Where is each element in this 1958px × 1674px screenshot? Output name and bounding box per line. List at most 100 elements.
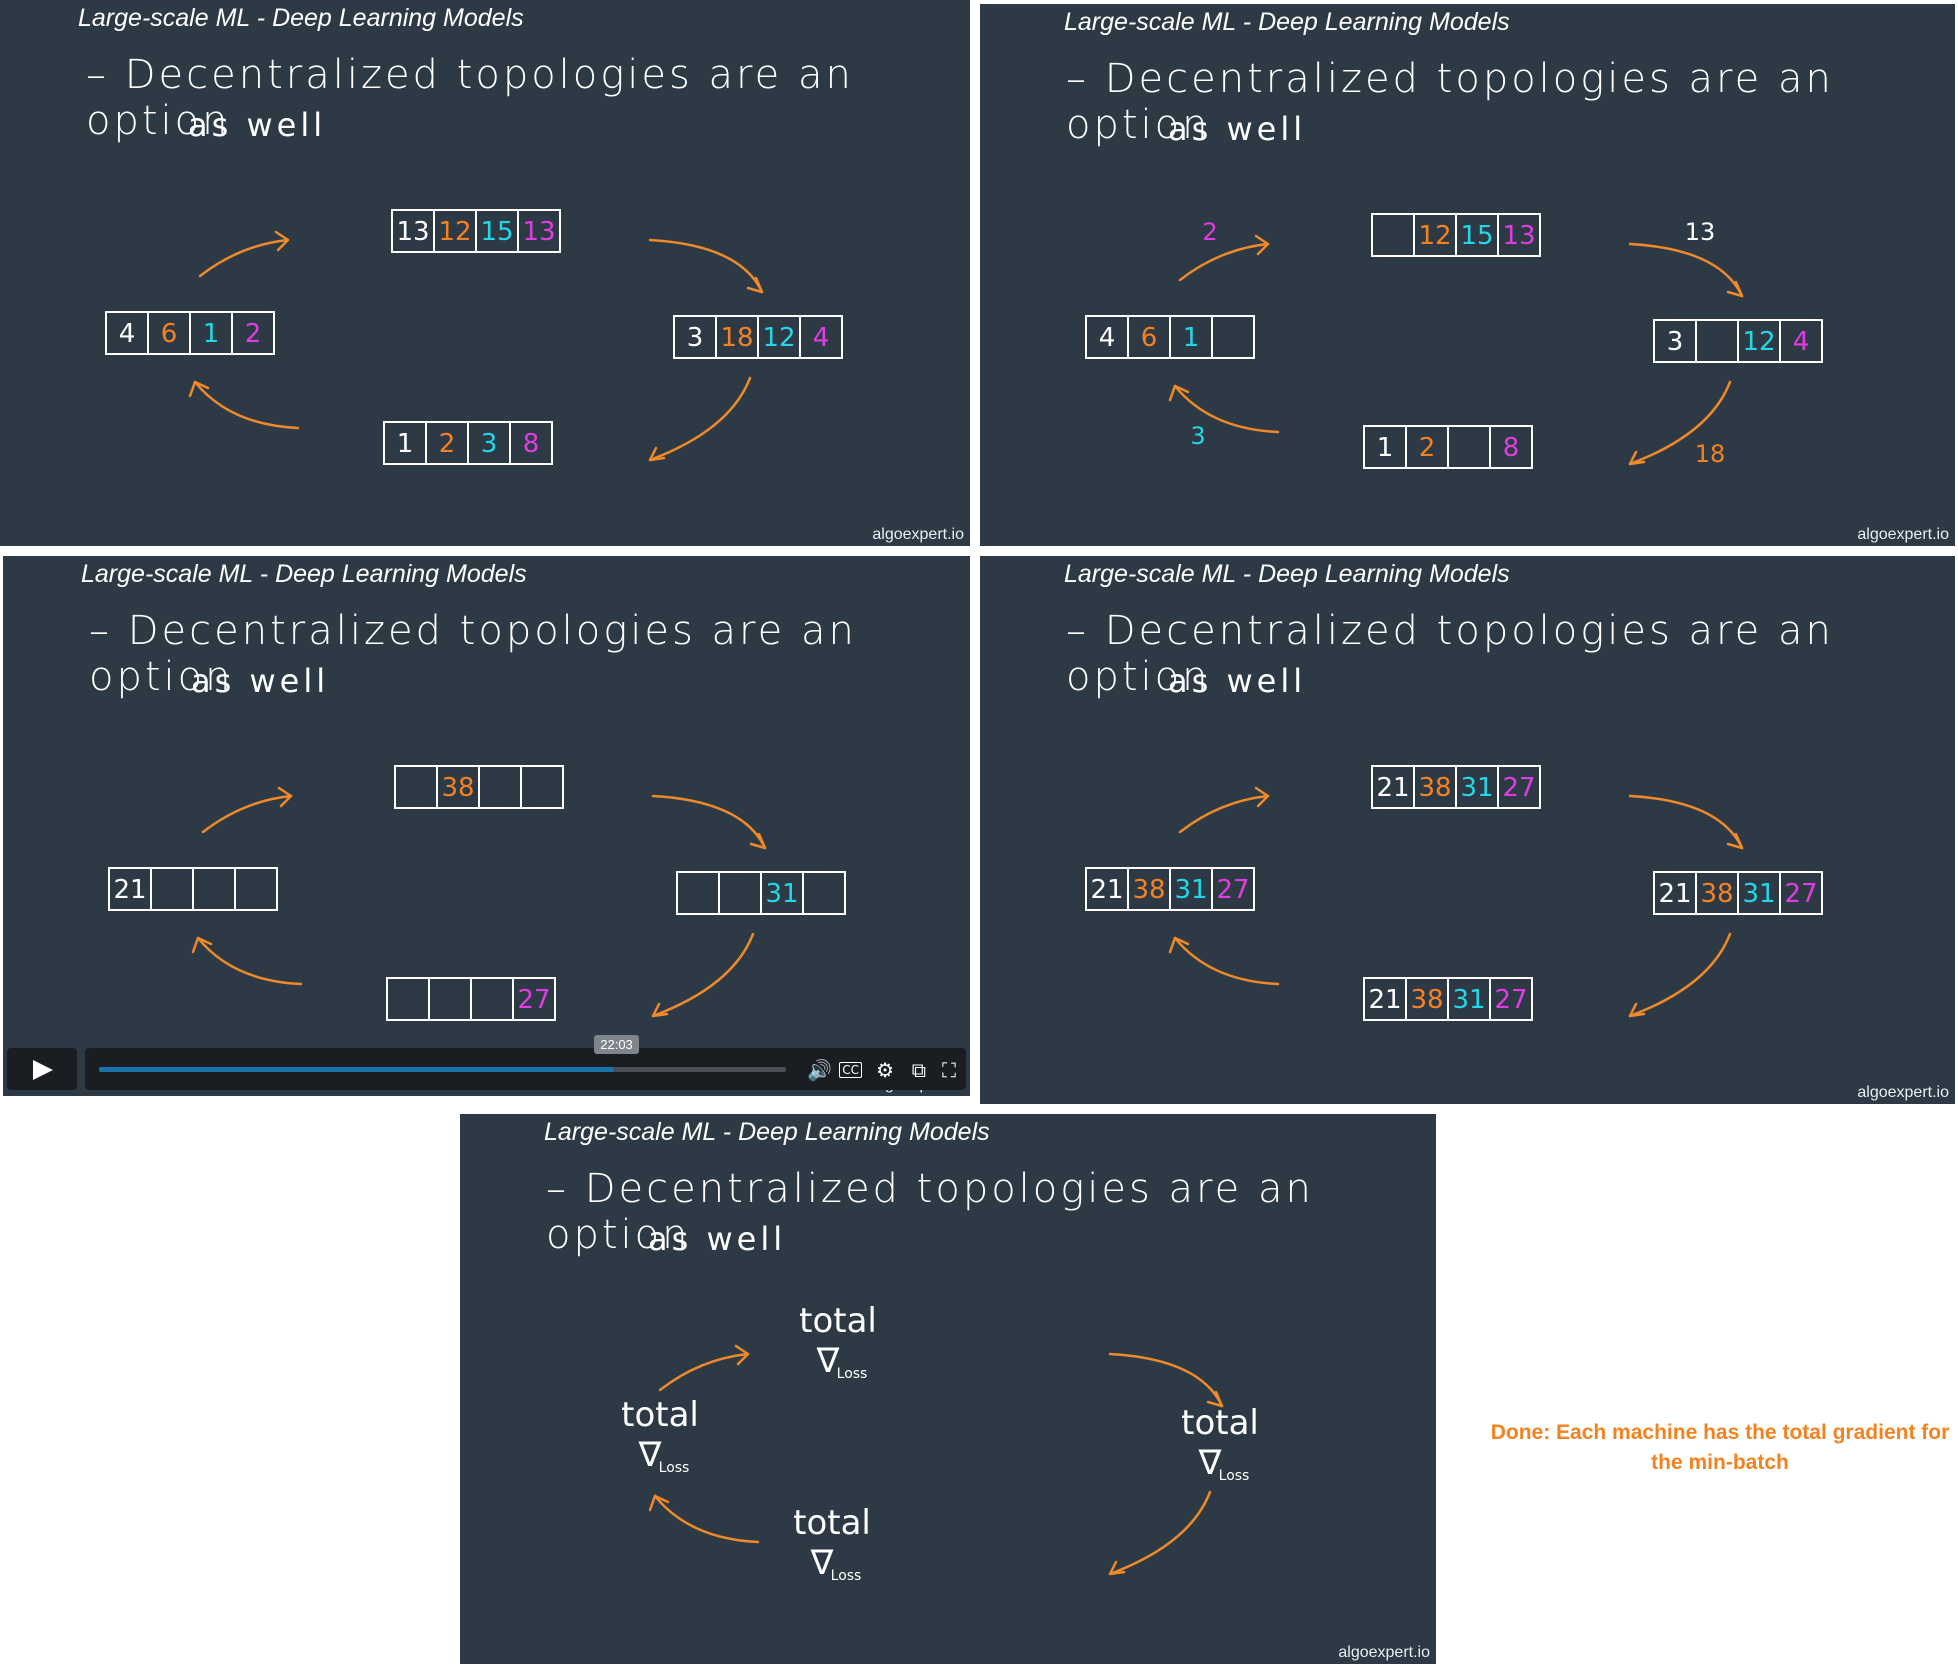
machine-buffer: 27 xyxy=(386,977,556,1021)
panel-title: Large-scale ML - Deep Learning Models xyxy=(1064,8,1510,36)
fullscreen-icon[interactable]: ⛶ xyxy=(942,1058,956,1082)
ring-arrow xyxy=(193,380,300,430)
nabla-icon: ∇ xyxy=(1198,1443,1222,1483)
handwritten-line-1: – Decentralized topologies are an option xyxy=(1066,608,1834,700)
arrowhead xyxy=(648,1494,670,1512)
progress-track[interactable]: 22:03 xyxy=(99,1035,786,1072)
ring-arrow xyxy=(1628,794,1744,850)
buffer-cell xyxy=(231,311,275,355)
buffer-cell xyxy=(509,421,553,465)
ring-arrow xyxy=(1173,384,1280,434)
buffer-cell xyxy=(676,871,720,915)
buffer-cell xyxy=(1447,425,1491,469)
buffer-cell xyxy=(517,209,561,253)
transfer-label: 2 xyxy=(1202,218,1217,246)
arrowhead xyxy=(648,446,666,462)
ring-arrow xyxy=(658,1352,750,1392)
volume-icon[interactable]: 🔊 xyxy=(807,1058,832,1082)
cell-value: 31 xyxy=(1742,879,1775,909)
handwritten-line-1: – Decentralized topologies are an option xyxy=(546,1166,1314,1258)
panel-1: Large-scale ML - Deep Learning Models – … xyxy=(0,0,970,546)
captions-icon[interactable]: CC xyxy=(839,1062,862,1078)
buffer-cell xyxy=(1211,867,1255,911)
panel-title: Large-scale ML - Deep Learning Models xyxy=(544,1118,990,1146)
loss-label: Loss xyxy=(831,1568,862,1584)
cell-value: 12 xyxy=(438,217,471,247)
handwritten-line-2: as well xyxy=(191,662,330,700)
handwritten-line-2: as well xyxy=(188,106,327,144)
ring-arrow xyxy=(1173,936,1280,986)
total-gradient-node: total∇Loss xyxy=(793,1503,871,1584)
cell-value: 38 xyxy=(1410,985,1443,1015)
total-gradient-node: total∇Loss xyxy=(799,1301,877,1382)
cell-value: 38 xyxy=(1418,773,1451,803)
handwritten-line-1: – Decentralized topologies are an option xyxy=(1066,56,1834,148)
buffer-cell xyxy=(1695,319,1739,363)
picture-in-picture-icon[interactable]: ⧉ xyxy=(911,1058,926,1082)
settings-icon[interactable]: ⚙ xyxy=(876,1058,894,1082)
arrowhead xyxy=(1254,234,1270,256)
cell-value: 4 xyxy=(1793,327,1810,357)
buffer-cell xyxy=(512,977,556,1021)
cell-value: 21 xyxy=(113,875,146,905)
buffer-cell xyxy=(1497,765,1541,809)
panel-title: Large-scale ML - Deep Learning Models xyxy=(78,4,524,32)
nabla-icon: ∇ xyxy=(816,1341,840,1381)
cell-value: 27 xyxy=(1216,875,1249,905)
ring-arrow xyxy=(1108,1490,1212,1576)
buffer-cell xyxy=(394,765,438,809)
buffer-cell xyxy=(1489,977,1533,1021)
ring-arrow xyxy=(198,238,290,278)
play-button[interactable] xyxy=(7,1048,77,1090)
loss-label: Loss xyxy=(1219,1468,1250,1484)
panel-2: Large-scale ML - Deep Learning Models – … xyxy=(980,4,1955,546)
machine-buffer: 21 xyxy=(108,867,278,911)
cell-value: 8 xyxy=(1503,433,1520,463)
arrowhead xyxy=(746,276,764,294)
ring-arrow xyxy=(653,1494,760,1544)
buffer-cell xyxy=(1497,213,1541,257)
cell-value: 12 xyxy=(1742,327,1775,357)
transfer-label: 18 xyxy=(1695,440,1726,468)
video-player-controls: 22:03 🔊 CC ⚙ ⧉ ⛶ xyxy=(3,1035,970,1096)
cell-value: 27 xyxy=(1784,879,1817,909)
progress-fill xyxy=(99,1067,615,1072)
transfer-label: 3 xyxy=(1190,422,1205,450)
buffer-cell xyxy=(428,977,472,1021)
cell-value: 38 xyxy=(1700,879,1733,909)
loss-label: Loss xyxy=(659,1460,690,1476)
watermark: algoexpert.io xyxy=(1338,1644,1430,1661)
arrowhead xyxy=(1206,1390,1224,1408)
transfer-label: 13 xyxy=(1685,218,1716,246)
cell-value: 1 xyxy=(1377,433,1394,463)
cell-value: 27 xyxy=(1502,773,1535,803)
controls-bar: 22:03 🔊 CC ⚙ ⧉ ⛶ xyxy=(85,1035,966,1090)
arrowhead xyxy=(1168,936,1190,954)
cell-value: 21 xyxy=(1376,773,1409,803)
cell-value: 18 xyxy=(720,323,753,353)
buffer-cell xyxy=(1211,315,1255,359)
handwritten-line-2: as well xyxy=(1168,110,1307,148)
buffer-cell xyxy=(478,765,522,809)
arrowhead xyxy=(734,1344,750,1366)
arrowhead xyxy=(191,936,213,954)
caption: Done: Each machine has the total gradien… xyxy=(1490,1421,1950,1474)
buffer-cell xyxy=(234,867,278,911)
panel-title: Large-scale ML - Deep Learning Models xyxy=(1064,560,1510,588)
cell-value: 12 xyxy=(762,323,795,353)
arrowhead xyxy=(1726,832,1744,850)
cell-value: 8 xyxy=(523,429,540,459)
buffer-cell xyxy=(1489,425,1533,469)
buffer-cell xyxy=(1779,871,1823,915)
arrowhead xyxy=(1628,1002,1646,1018)
arrowhead xyxy=(188,380,210,398)
panel-title: Large-scale ML - Deep Learning Models xyxy=(81,560,527,588)
